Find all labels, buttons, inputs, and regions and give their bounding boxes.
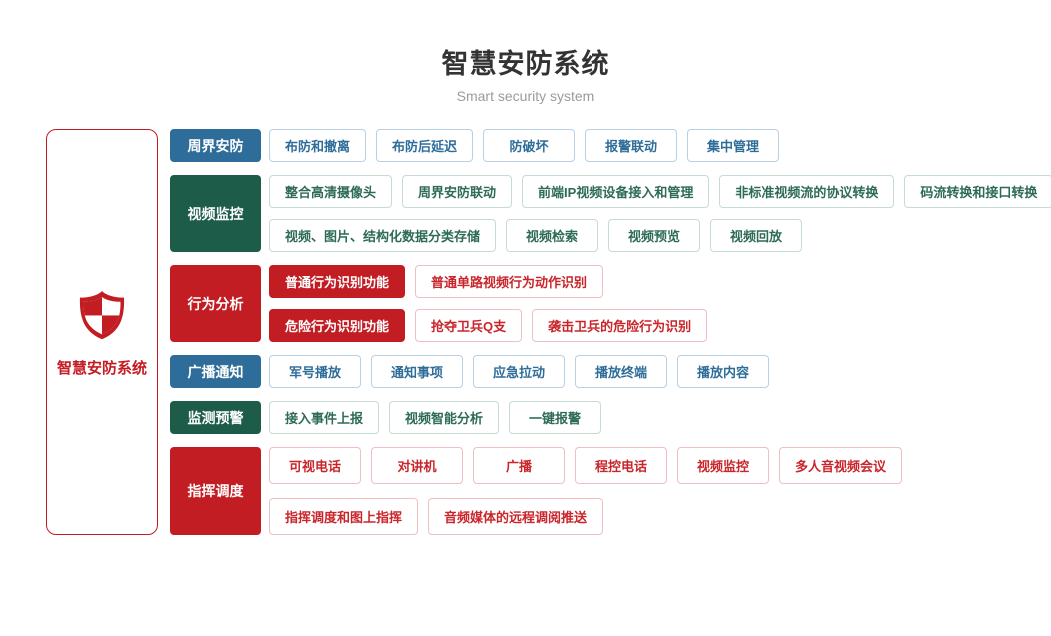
group-items: 布防和撤离 布防后延迟 防破坏 报警联动 集中管理 bbox=[269, 129, 780, 162]
group-monitor-warning: 监测预警 接入事件上报 视频智能分析 一键报警 bbox=[170, 401, 1051, 434]
group-header-broadcast-notice: 广播通知 bbox=[170, 355, 261, 388]
group-items: 接入事件上报 视频智能分析 一键报警 bbox=[269, 401, 602, 434]
item-row: 指挥调度和图上指挥 音频媒体的远程调阅推送 bbox=[269, 498, 902, 535]
group-behavior-analysis: 行为分析 普通行为识别功能 普通单路视频行为动作识别 危险行为识别功能 抢夺卫兵… bbox=[170, 265, 1051, 342]
page-subtitle: Smart security system bbox=[456, 88, 595, 104]
feature-item: 报警联动 bbox=[585, 129, 678, 162]
feature-item: 视频监控 bbox=[677, 447, 769, 484]
feature-item: 袭击卫兵的危险行为识别 bbox=[532, 309, 708, 342]
group-items: 整合高清摄像头 周界安防联动 前端IP视频设备接入和管理 非标准视频流的协议转换… bbox=[269, 175, 1051, 252]
group-header-behavior-analysis: 行为分析 bbox=[170, 265, 261, 342]
group-items: 军号播放 通知事项 应急拉动 播放终端 播放内容 bbox=[269, 355, 769, 388]
group-header-video-surveillance: 视频监控 bbox=[170, 175, 261, 252]
item-row: 军号播放 通知事项 应急拉动 播放终端 播放内容 bbox=[269, 355, 769, 388]
group-items: 普通行为识别功能 普通单路视频行为动作识别 危险行为识别功能 抢夺卫兵Q支 袭击… bbox=[269, 265, 708, 342]
feature-item: 指挥调度和图上指挥 bbox=[269, 498, 419, 535]
feature-item: 布防后延迟 bbox=[376, 129, 474, 162]
feature-item: 周界安防联动 bbox=[402, 175, 513, 208]
feature-item: 广播 bbox=[473, 447, 565, 484]
feature-item: 普通单路视频行为动作识别 bbox=[415, 265, 604, 298]
feature-item: 接入事件上报 bbox=[269, 401, 380, 434]
group-perimeter-security: 周界安防 布防和撤离 布防后延迟 防破坏 报警联动 集中管理 bbox=[170, 129, 1051, 162]
overview-label: 智慧安防系统 bbox=[56, 359, 147, 377]
feature-item: 多人音视频会议 bbox=[779, 447, 903, 484]
item-row: 普通行为识别功能 普通单路视频行为动作识别 bbox=[269, 265, 707, 298]
item-row: 视频、图片、结构化数据分类存储 视频检索 视频预览 视频回放 bbox=[269, 219, 1051, 252]
group-broadcast-notice: 广播通知 军号播放 通知事项 应急拉动 播放终端 播放内容 bbox=[170, 355, 1051, 388]
group-header-command-dispatch: 指挥调度 bbox=[170, 447, 261, 535]
item-row: 危险行为识别功能 抢夺卫兵Q支 袭击卫兵的危险行为识别 bbox=[269, 309, 708, 342]
group-header-monitor-warning: 监测预警 bbox=[170, 401, 261, 434]
feature-item: 程控电话 bbox=[575, 447, 667, 484]
feature-item-filled: 普通行为识别功能 bbox=[269, 265, 406, 298]
feature-item: 视频检索 bbox=[506, 219, 599, 252]
feature-item: 防破坏 bbox=[483, 129, 576, 162]
feature-item: 非标准视频流的协议转换 bbox=[719, 175, 895, 208]
feature-item: 前端IP视频设备接入和管理 bbox=[522, 175, 710, 208]
feature-item: 集中管理 bbox=[687, 129, 780, 162]
feature-item: 一键报警 bbox=[509, 401, 602, 434]
feature-item: 播放终端 bbox=[575, 355, 667, 388]
item-row: 接入事件上报 视频智能分析 一键报警 bbox=[269, 401, 602, 434]
diagram-main: 智慧安防系统 周界安防 布防和撤离 布防后延迟 防破坏 报警联动 集中管理 bbox=[46, 129, 1051, 535]
feature-groups: 周界安防 布防和撤离 布防后延迟 防破坏 报警联动 集中管理 视频监控 整合 bbox=[170, 129, 1051, 535]
group-header-perimeter-security: 周界安防 bbox=[170, 129, 261, 162]
item-row: 布防和撤离 布防后延迟 防破坏 报警联动 集中管理 bbox=[269, 129, 780, 162]
group-video-surveillance: 视频监控 整合高清摄像头 周界安防联动 前端IP视频设备接入和管理 非标准视频流… bbox=[170, 175, 1051, 252]
feature-item-filled: 危险行为识别功能 bbox=[269, 309, 406, 342]
feature-item: 对讲机 bbox=[371, 447, 463, 484]
item-row: 整合高清摄像头 周界安防联动 前端IP视频设备接入和管理 非标准视频流的协议转换… bbox=[269, 175, 1051, 208]
page-header: 智慧安防系统 Smart security system bbox=[0, 0, 1051, 104]
feature-item: 视频、图片、结构化数据分类存储 bbox=[269, 219, 497, 252]
shield-icon bbox=[79, 290, 125, 339]
feature-item: 视频智能分析 bbox=[389, 401, 500, 434]
feature-item: 码流转换和接口转换 bbox=[904, 175, 1051, 208]
group-command-dispatch: 指挥调度 可视电话 对讲机 广播 程控电话 视频监控 多人音视频会议 指挥调度和… bbox=[170, 447, 1051, 535]
feature-item: 抢夺卫兵Q支 bbox=[415, 309, 523, 342]
feature-item: 音频媒体的远程调阅推送 bbox=[428, 498, 604, 535]
feature-item: 视频回放 bbox=[710, 219, 803, 252]
feature-item: 通知事项 bbox=[371, 355, 463, 388]
feature-item: 应急拉动 bbox=[473, 355, 565, 388]
overview-card: 智慧安防系统 bbox=[46, 129, 158, 535]
group-items: 可视电话 对讲机 广播 程控电话 视频监控 多人音视频会议 指挥调度和图上指挥 … bbox=[269, 447, 903, 535]
feature-item: 播放内容 bbox=[677, 355, 769, 388]
feature-item: 军号播放 bbox=[269, 355, 361, 388]
feature-item: 布防和撤离 bbox=[269, 129, 367, 162]
feature-item: 整合高清摄像头 bbox=[269, 175, 393, 208]
feature-item: 视频预览 bbox=[608, 219, 701, 252]
item-row: 可视电话 对讲机 广播 程控电话 视频监控 多人音视频会议 bbox=[269, 447, 903, 484]
page-title: 智慧安防系统 bbox=[441, 49, 610, 79]
feature-item: 可视电话 bbox=[269, 447, 361, 484]
